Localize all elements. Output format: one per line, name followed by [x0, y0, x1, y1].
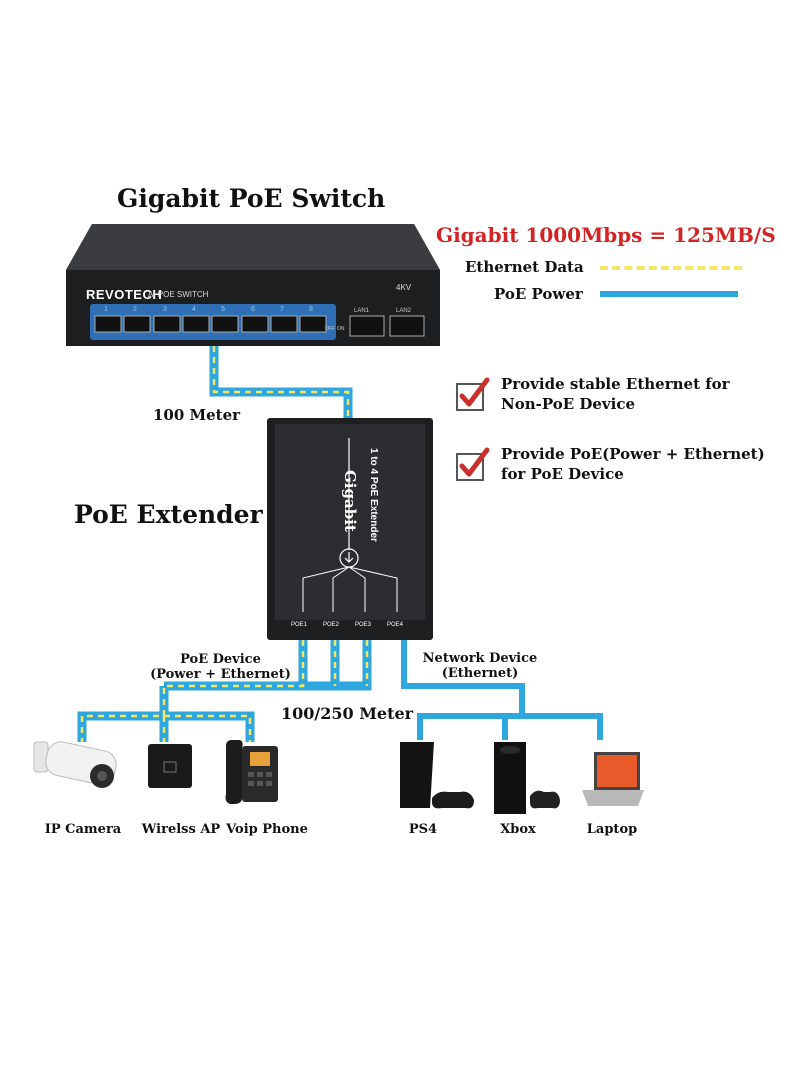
switch-model: AI POE SWITCH — [148, 290, 209, 299]
extender-port-label: POE2 — [323, 622, 340, 628]
device-label-wireless-ap: Wirelss AP — [141, 822, 221, 837]
switch-brand: REVOTECH — [86, 287, 163, 302]
device-label-ps4: PS4 — [408, 822, 438, 837]
extender-port-map — [302, 438, 398, 612]
extender-title: PoE Extender — [74, 500, 263, 529]
extender-port-label: POE3 — [355, 622, 372, 628]
lan-label: LAN2 — [396, 308, 412, 314]
switch-ports — [94, 315, 327, 333]
network-device-group-label: Network Device (Ethernet) — [422, 651, 538, 681]
device-label-xbox: Xbox — [500, 822, 536, 837]
switch-toggle-label: ON — [337, 326, 345, 332]
checkbox-icon — [456, 377, 490, 411]
ethernet-data-legend-label: Ethernet Data — [465, 258, 584, 276]
port-number: 8 — [309, 306, 313, 313]
port-number: 7 — [280, 306, 284, 313]
xbox-icon — [494, 742, 560, 814]
port-number: 5 — [221, 306, 225, 313]
checkbox-icon — [456, 447, 490, 481]
port-number: 1 — [104, 306, 108, 313]
port-number: 6 — [251, 306, 255, 313]
poe-extender-device: Gigabit 1 to 4 PoE Extender POE1 POE2 PO… — [267, 418, 433, 640]
lan-label: LAN1 — [354, 308, 370, 314]
ethernet-data-legend-line — [600, 266, 742, 270]
poe-device-group-label: PoE Device (Power + Ethernet) — [150, 652, 291, 682]
lan-ports — [349, 315, 425, 337]
laptop-icon — [582, 752, 644, 806]
switch-surge: 4KV — [396, 283, 412, 292]
port-number: 3 — [163, 306, 167, 313]
feature-text: Provide PoE(Power + Ethernet) for PoE De… — [501, 445, 765, 483]
extender-port-label: POE1 — [291, 622, 308, 628]
network-device-cables — [401, 640, 603, 740]
feature-item: Provide stable Ethernet for Non-PoE Devi… — [455, 372, 785, 416]
switch-title: Gigabit PoE Switch — [117, 184, 386, 213]
poe-power-legend-line — [600, 291, 738, 297]
port-number: 4 — [192, 306, 196, 313]
poe-device-cables — [77, 640, 372, 742]
port-number: 2 — [133, 306, 137, 313]
wireless-ap-icon — [148, 744, 192, 788]
extender-port-label: POE4 — [387, 622, 404, 628]
device-label-voip-phone: Voip Phone — [226, 822, 308, 837]
switch-toggle-label: OFF — [325, 326, 335, 332]
uplink-distance: 100 Meter — [153, 406, 241, 424]
downlink-distance: 100/250 Meter — [281, 704, 414, 723]
feature-text: Provide stable Ethernet for Non-PoE Devi… — [501, 375, 730, 413]
device-label-ip-camera: IP Camera — [44, 822, 122, 837]
poe-switch-device — [66, 224, 440, 346]
device-label-laptop: Laptop — [586, 822, 638, 837]
poe-power-legend-label: PoE Power — [494, 285, 583, 303]
feature-item: Provide PoE(Power + Ethernet) for PoE De… — [455, 442, 785, 486]
voip-phone-icon — [225, 740, 278, 804]
speed-label: Gigabit 1000Mbps = 125MB/S — [436, 223, 776, 247]
ip-camera-icon — [33, 741, 117, 788]
uplink-cable — [209, 335, 353, 420]
ps4-icon — [400, 742, 474, 809]
